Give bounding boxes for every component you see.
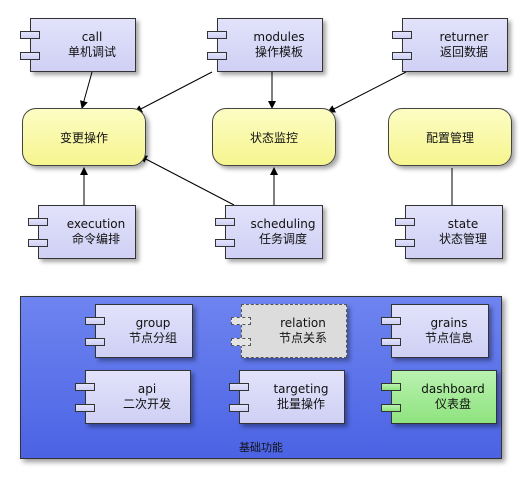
component-label: group 节点分组 <box>118 305 188 357</box>
component-label: state 状态管理 <box>428 206 498 258</box>
component-tab <box>207 52 227 60</box>
arrow-modules-to-change <box>134 71 213 113</box>
component-tab <box>75 404 95 412</box>
state-change-ops: 变更操作 <box>22 108 146 166</box>
component-name: relation <box>280 316 326 330</box>
component-tab <box>28 218 48 226</box>
component-tab <box>215 239 235 247</box>
component-label: returner 返回数据 <box>425 19 503 71</box>
component-name: state <box>447 217 479 231</box>
state-label: 变更操作 <box>59 130 108 145</box>
component-desc: 节点分组 <box>128 331 177 345</box>
component-tab <box>392 31 412 39</box>
component-label: grains 节点信息 <box>414 305 484 357</box>
component-desc: 单机调试 <box>67 45 116 59</box>
component-label: targeting 批量操作 <box>262 371 340 423</box>
component-desc: 批量操作 <box>276 397 325 411</box>
component-tab <box>395 239 415 247</box>
component-name: execution <box>66 217 126 231</box>
component-tab <box>75 383 95 391</box>
component-tab <box>229 404 249 412</box>
component-label: dashboard 仪表盘 <box>414 371 492 423</box>
component-targeting: targeting 批量操作 <box>229 370 345 424</box>
state-label: 配置管理 <box>425 130 474 145</box>
base-functions-package: group 节点分组 relation 节点关系 grains 节点信息 <box>20 296 502 459</box>
arrow-returner-to-monitor <box>327 71 407 113</box>
component-tab <box>28 239 48 247</box>
component-tab <box>85 338 105 346</box>
component-tab <box>381 383 401 391</box>
state-config-mgmt: 配置管理 <box>388 108 512 166</box>
component-name: api <box>137 382 157 396</box>
component-desc: 节点关系 <box>278 331 327 345</box>
component-name: returner <box>439 30 489 44</box>
component-label: scheduling 任务调度 <box>248 206 318 258</box>
component-desc: 状态管理 <box>438 232 487 246</box>
component-desc: 二次开发 <box>122 397 171 411</box>
component-tab <box>20 31 40 39</box>
component-execution: execution 命令编排 <box>28 205 136 259</box>
component-label: execution 命令编排 <box>61 206 131 258</box>
component-scheduling: scheduling 任务调度 <box>215 205 323 259</box>
component-tab <box>207 31 227 39</box>
component-label: modules 操作模板 <box>240 19 318 71</box>
component-tab <box>231 317 251 325</box>
component-name: scheduling <box>250 217 316 231</box>
state-status-monitor: 状态监控 <box>212 108 336 166</box>
component-tab <box>381 404 401 412</box>
state-label: 状态监控 <box>249 130 298 145</box>
component-name: grains <box>430 316 468 330</box>
component-tab <box>381 317 401 325</box>
component-name: dashboard <box>421 382 485 396</box>
component-tab <box>395 218 415 226</box>
component-desc: 返回数据 <box>439 45 488 59</box>
component-desc: 任务调度 <box>258 232 307 246</box>
component-label: relation 节点关系 <box>264 305 342 357</box>
component-grains: grains 节点信息 <box>381 304 489 358</box>
component-tab <box>392 52 412 60</box>
component-desc: 命令编排 <box>71 232 120 246</box>
component-name: modules <box>253 30 305 44</box>
component-state: state 状态管理 <box>395 205 503 259</box>
component-tab <box>85 317 105 325</box>
component-name: call <box>81 30 103 44</box>
component-desc: 节点信息 <box>424 331 473 345</box>
arrow-scheduling-to-change <box>139 155 235 206</box>
arrow-call-to-change <box>80 71 93 109</box>
component-modules: modules 操作模板 <box>207 18 323 72</box>
component-tab <box>215 218 235 226</box>
component-api: api 二次开发 <box>75 370 191 424</box>
component-name: group <box>135 316 171 330</box>
component-dashboard: dashboard 仪表盘 <box>381 370 497 424</box>
component-returner: returner 返回数据 <box>392 18 508 72</box>
component-label: api 二次开发 <box>108 371 186 423</box>
component-tab <box>20 52 40 60</box>
component-tab <box>231 338 251 346</box>
component-tab <box>229 383 249 391</box>
component-relation: relation 节点关系 <box>231 304 347 358</box>
component-desc: 操作模板 <box>254 45 303 59</box>
component-tab <box>381 338 401 346</box>
component-group: group 节点分组 <box>85 304 193 358</box>
component-label: call 单机调试 <box>53 19 131 71</box>
component-desc: 仪表盘 <box>434 397 471 411</box>
component-name: targeting <box>273 382 329 396</box>
component-call: call 单机调试 <box>20 18 136 72</box>
base-package-label: 基础功能 <box>239 441 283 454</box>
